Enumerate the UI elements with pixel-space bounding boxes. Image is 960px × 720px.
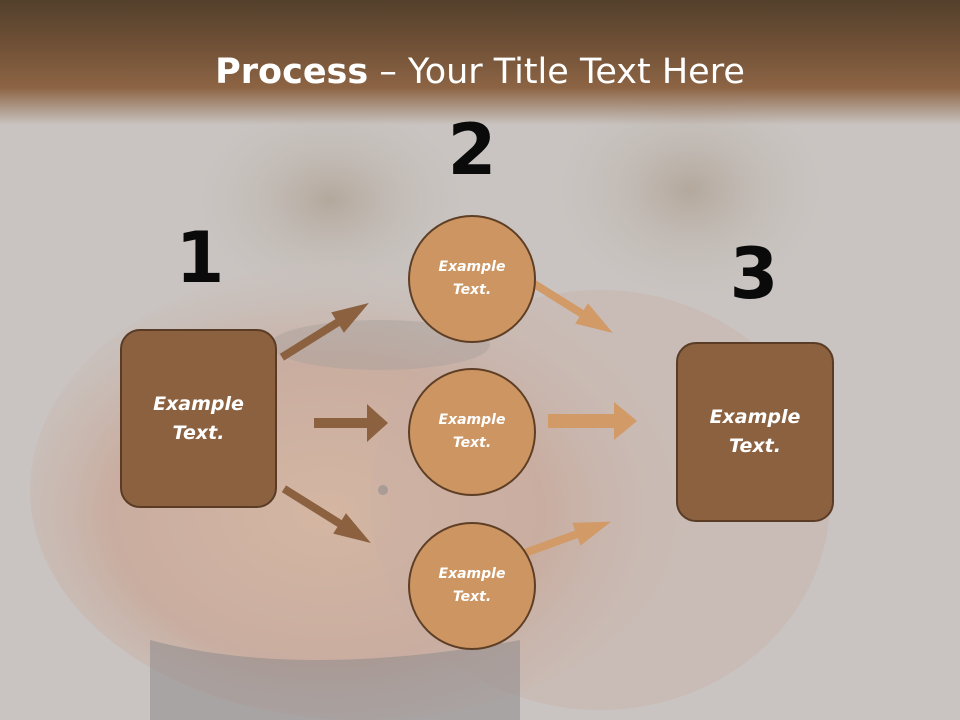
right-step-box: Example Text. [676,342,834,522]
step-number-1: 1 [175,217,225,299]
left-step-text: Example Text. [153,392,244,444]
arrow-left-to-top [279,302,369,361]
arrow-left-to-middle [314,404,388,442]
arrow-middle-to-right [548,402,637,440]
arrow-top-to-right [523,275,613,334]
arrow-left-to-bottom [281,485,371,544]
step-number-2: 2 [447,109,497,191]
circle-middle: Example Text. [408,368,536,496]
circle-bottom-text: Example Text. [438,566,506,605]
step-number-3: 3 [729,233,779,315]
circle-top: Example Text. [408,215,536,343]
arrow-bottom-to-right [513,521,612,561]
left-step-box: Example Text. [120,329,277,508]
circle-top-text: Example Text. [438,259,506,298]
circle-bottom: Example Text. [408,522,536,650]
title-bold: Process [215,52,369,92]
right-step-text: Example Text. [709,406,801,457]
title-bar [0,0,960,125]
slide-title: Process – Your Title Text Here [0,52,960,92]
circle-middle-text: Example Text. [438,412,506,451]
title-rest: – Your Title Text Here [368,52,745,92]
